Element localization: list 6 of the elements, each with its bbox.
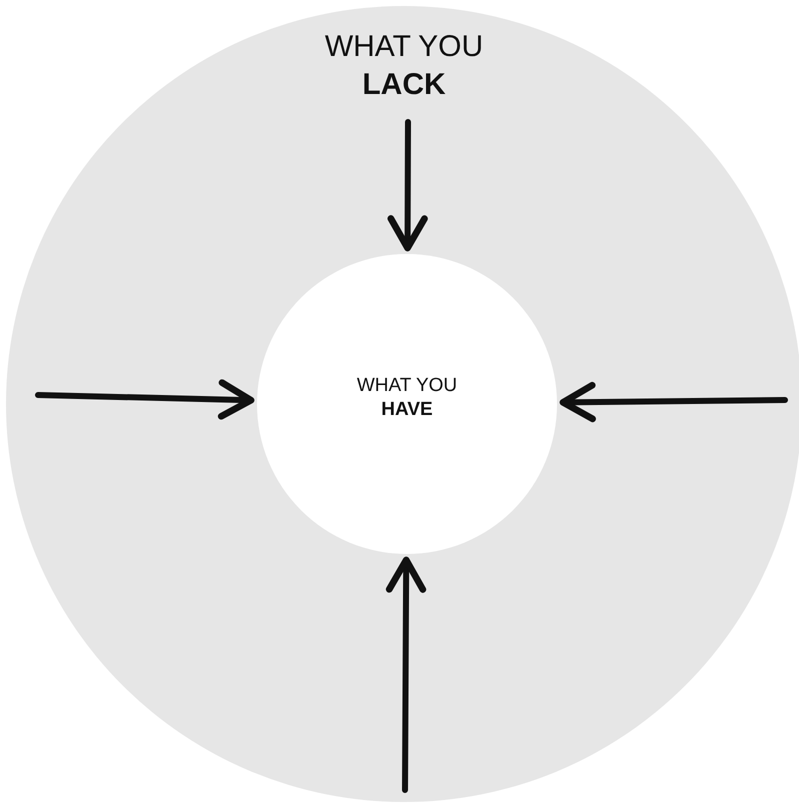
circle-label: WHAT YOU HAVE bbox=[356, 374, 458, 422]
arrow bbox=[560, 382, 788, 422]
arrow bbox=[386, 556, 426, 793]
circle-heading: WHAT YOU LACK bbox=[324, 29, 484, 102]
arrow bbox=[388, 119, 428, 252]
arrow bbox=[35, 379, 254, 420]
